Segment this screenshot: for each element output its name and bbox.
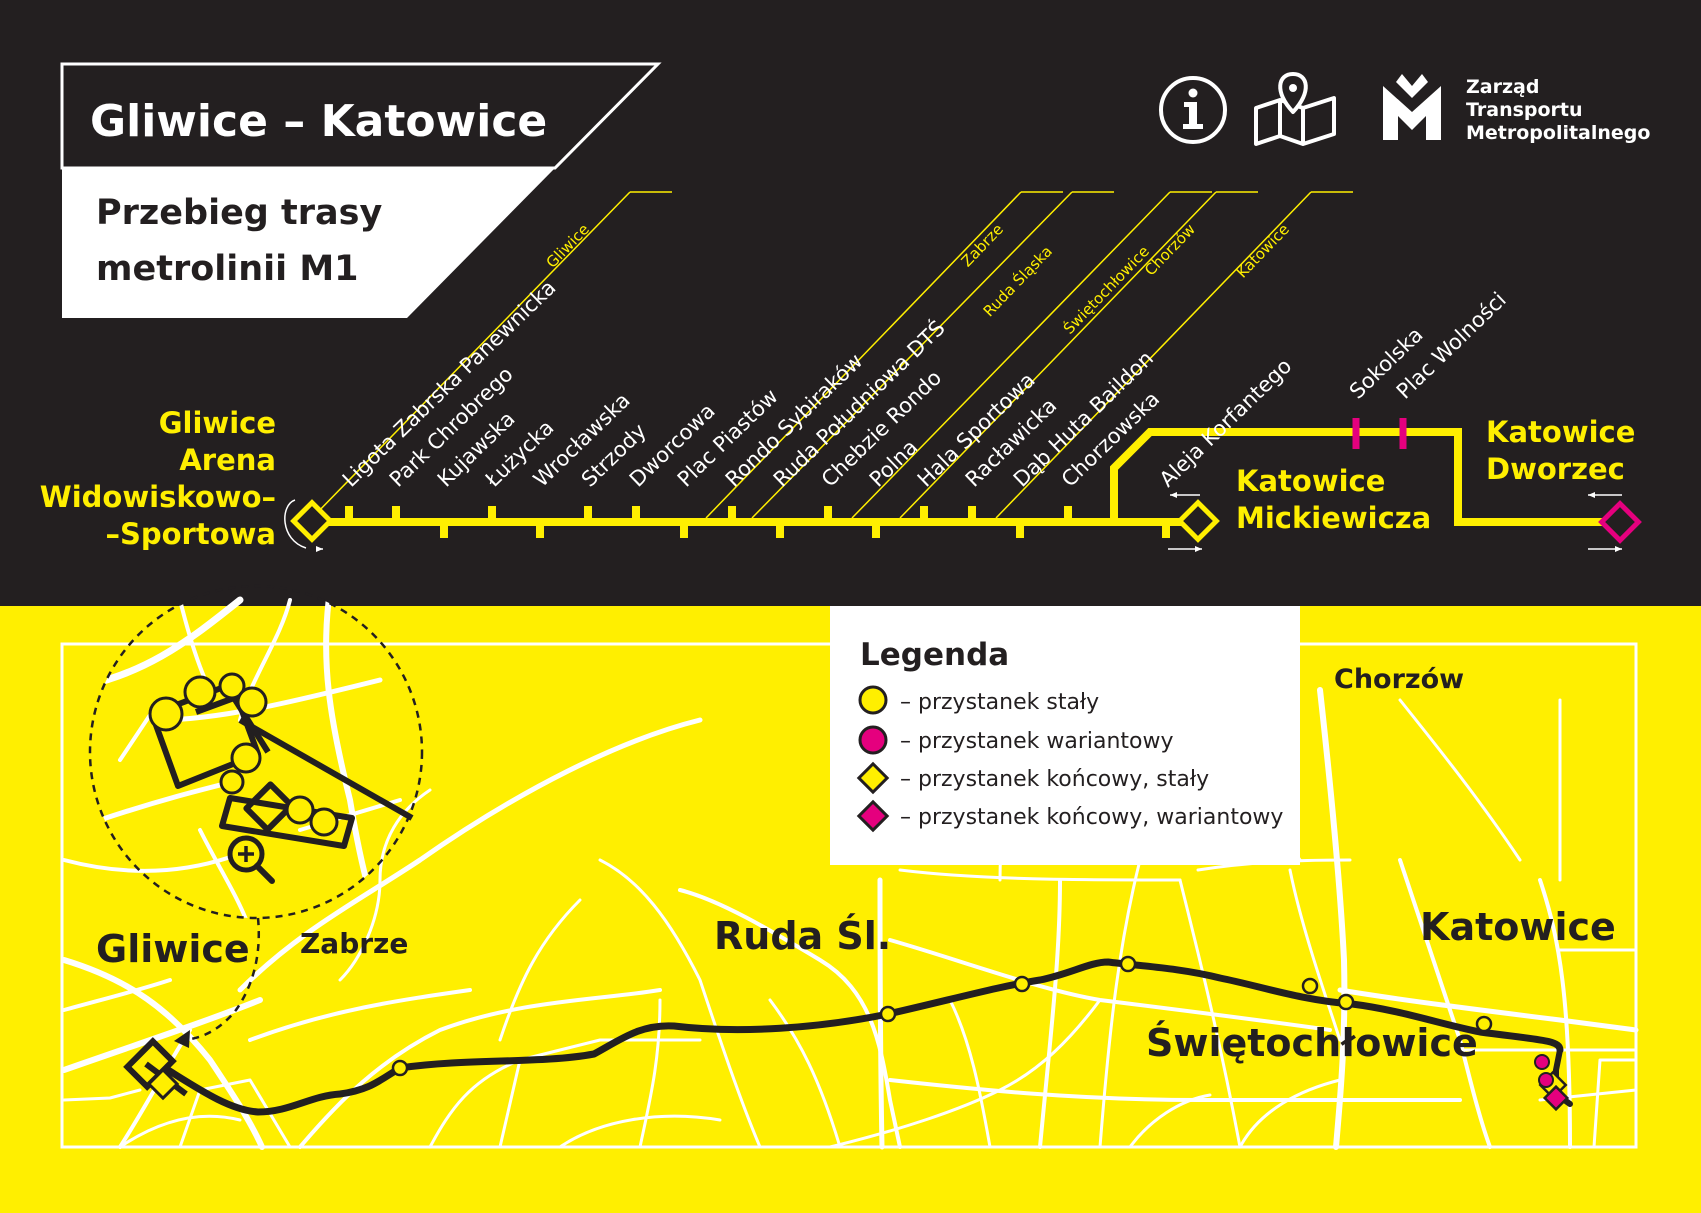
- subtitle-panel: [62, 168, 555, 318]
- legend-item-4: – przystanek końcowy, wariantowy: [900, 805, 1283, 830]
- terminal-start-line-4: –Sportowa: [105, 517, 276, 551]
- map-stops: [391, 955, 1493, 1077]
- ztm-logo-icon: [1383, 74, 1441, 140]
- legend-title: Legenda: [860, 637, 1009, 673]
- operator-line-3: Metropolitalnego: [1466, 122, 1650, 144]
- map-stop: [391, 1059, 409, 1077]
- route-line-diagram: [284, 418, 1642, 552]
- map-stop: [1337, 993, 1355, 1011]
- map-label-katowice: Katowice: [1420, 905, 1616, 949]
- legend: Legenda – przystanek stały – przystanek …: [830, 606, 1300, 865]
- terminal-end-line-2: Dworzec: [1486, 452, 1625, 486]
- map-stop: [1119, 955, 1137, 973]
- boundary-line: [751, 191, 1073, 519]
- map-variant-stop: [1538, 1072, 1554, 1088]
- boundary-line: [705, 191, 1022, 519]
- direction-arrow-head: [1195, 546, 1202, 552]
- subtitle-line-2: metrolinii M1: [96, 249, 359, 289]
- info-icon: [1159, 76, 1227, 144]
- operator-name: Zarząd Transportu Metropolitalnego: [1466, 76, 1650, 144]
- terminal-start-line-1: Gliwice: [159, 406, 276, 440]
- terminal-mid-line-2: Mickiewicza: [1236, 501, 1431, 535]
- zoom-in-icon: [227, 835, 275, 884]
- map-stop: [1013, 975, 1031, 993]
- boundary-line: [311, 191, 631, 519]
- map-terminal-start: [146, 1067, 180, 1101]
- turnaround-arrow: [284, 499, 307, 549]
- operator-line-1: Zarząd: [1466, 76, 1539, 98]
- legend-variant-stop-icon: [858, 725, 888, 755]
- terminal-mid-line-1: Katowice: [1236, 464, 1385, 498]
- street-map: Gliwice Zabrze Ruda Śl. Świętochłowice K…: [60, 584, 1639, 1150]
- direction-arrow-head: [1170, 492, 1177, 498]
- map-stop: [1301, 977, 1319, 995]
- map-label-zabrze: Zabrze: [300, 927, 408, 960]
- terminal-start-line-2: Arena: [179, 443, 276, 477]
- map-label-swietochlowice: Świętochłowice: [1146, 1021, 1478, 1065]
- route-variant-segment: [1110, 428, 1620, 526]
- legend-terminal-fixed-icon: [856, 761, 890, 795]
- map-variant-stop: [1534, 1054, 1550, 1070]
- map-stop: [879, 1005, 897, 1023]
- direction-arrow-head: [1588, 492, 1595, 498]
- terminal-start-line-3: Widowiskowo–: [40, 480, 276, 514]
- terminal-start-marker: [290, 499, 334, 543]
- terminal-end-line-1: Katowice: [1486, 415, 1635, 449]
- boundary-line: [995, 191, 1312, 519]
- terminal-start-label: Gliwice Arena Widowiskowo– –Sportowa: [40, 406, 276, 551]
- subtitle-line-1: Przebieg trasy: [96, 193, 382, 233]
- legend-item-3: – przystanek końcowy, stały: [900, 767, 1209, 792]
- boundary-line: [899, 191, 1217, 519]
- direction-arrow-head: [316, 546, 323, 552]
- legend-item-1: – przystanek stały: [900, 690, 1099, 715]
- legend-item-2: – przystanek wariantowy: [900, 729, 1174, 754]
- legend-terminal-variant-icon: [856, 799, 890, 833]
- terminal-end-marker: [1598, 500, 1642, 544]
- map-route-end-cluster: [1534, 1054, 1570, 1112]
- legend-box: [830, 606, 1300, 865]
- boundary-line: [851, 191, 1171, 519]
- title-plate: Gliwice – Katowice Przebieg trasy metrol…: [60, 62, 662, 318]
- operator-line-2: Transportu: [1466, 99, 1583, 121]
- map-pin-icon: [1254, 72, 1336, 146]
- map-terminal-end: [1542, 1084, 1570, 1112]
- terminal-mid-label: Katowice Mickiewicza: [1236, 464, 1431, 535]
- map-label-ruda: Ruda Śl.: [714, 914, 891, 958]
- map-label-chorzow: Chorzów: [1334, 664, 1464, 695]
- map-label-gliwice: Gliwice: [96, 927, 250, 971]
- inset-zoom-circle: [88, 584, 424, 1048]
- legend-fixed-stop-icon: [858, 685, 888, 715]
- inset-callout-line: [179, 917, 260, 1042]
- map-stop: [1475, 1015, 1493, 1033]
- map-route-start: [123, 1037, 188, 1101]
- direction-arrow-head: [1615, 546, 1622, 552]
- page-title: Gliwice – Katowice: [90, 96, 547, 147]
- terminal-mid-marker: [1176, 499, 1220, 543]
- terminal-end-label: Katowice Dworzec: [1486, 415, 1635, 486]
